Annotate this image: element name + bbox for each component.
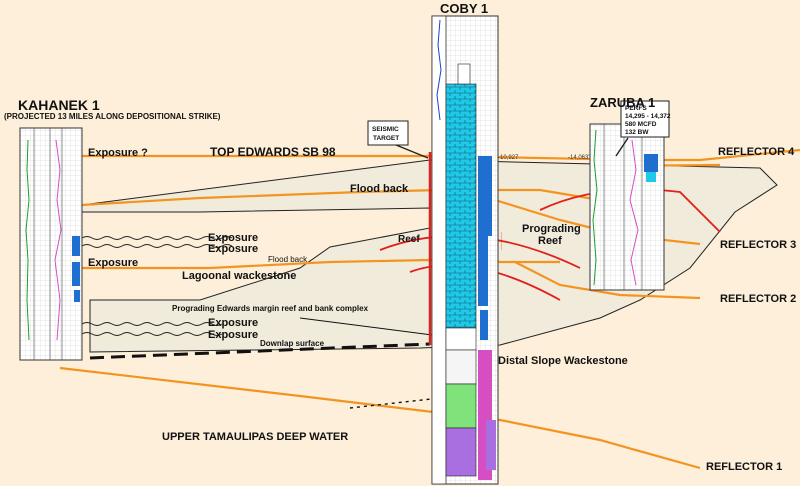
perfs-line1: PERFS bbox=[625, 105, 647, 112]
exposure-line bbox=[82, 258, 560, 270]
exposure-wavy-lines bbox=[81, 236, 233, 336]
reflector-2-label: REFLECTOR 2 bbox=[720, 293, 796, 305]
margin-complex-label: Prograding Edwards margin reef and bank … bbox=[172, 304, 369, 313]
exposure-label-e: Exposure bbox=[208, 329, 258, 341]
reflector-4-label: REFLECTOR 4 bbox=[718, 146, 795, 158]
kahanek-log bbox=[19, 127, 83, 361]
seismic-target-line1: SEISMIC bbox=[372, 126, 399, 133]
seismic-target-line2: TARGET bbox=[373, 135, 399, 142]
lagoonal-label: Lagoonal wackestone bbox=[182, 270, 296, 282]
zaruba-title: ZARUBA 1 bbox=[590, 95, 655, 110]
exposure-label-c: Exposure bbox=[88, 257, 138, 269]
distal-slope-label: Distal Slope Wackestone bbox=[498, 355, 628, 367]
perfs-box bbox=[620, 100, 670, 138]
downlap-lines bbox=[89, 317, 441, 409]
reflector-1-line bbox=[59, 366, 701, 470]
coby-log bbox=[431, 15, 499, 485]
zaruba-log bbox=[589, 123, 665, 291]
zaruba-depth-label: -14,063' bbox=[568, 155, 590, 161]
perfs-line4: 132 BW bbox=[625, 129, 649, 136]
coby-depth-label: -10,927 bbox=[498, 155, 519, 161]
kahanek-title: KAHANEK 1 bbox=[18, 97, 100, 113]
seismic-target-arrow-icon bbox=[395, 144, 429, 159]
perfs-line3: 580 MCFD bbox=[625, 121, 657, 128]
perfs-line2: 14,295 - 14,372 bbox=[625, 113, 671, 120]
reflector-3-label: REFLECTOR 3 bbox=[720, 239, 796, 251]
top-edwards-label: TOP EDWARDS SB 98 bbox=[210, 145, 336, 159]
kahanek-note: (PROJECTED 13 MILES ALONG DEPOSITIONAL S… bbox=[4, 112, 221, 121]
flood-back-label-2: Flood back bbox=[268, 255, 308, 264]
exposure-label-a: Exposure bbox=[208, 232, 258, 244]
exposure-label-d: Exposure bbox=[208, 317, 258, 329]
downlap-label: Downlap surface bbox=[260, 339, 325, 348]
prograding-reef-label-2: Reef bbox=[538, 235, 562, 247]
prograding-reef-label-1: Prograding bbox=[522, 223, 581, 235]
exposure-q-label: Exposure ? bbox=[88, 147, 148, 159]
upper-tamaulipas-label: UPPER TAMAULIPAS DEEP WATER bbox=[162, 431, 348, 443]
seismic-target-box bbox=[367, 120, 409, 146]
reflector-1-label: REFLECTOR 1 bbox=[706, 461, 782, 473]
flood-back-label-1: Flood back bbox=[350, 183, 409, 195]
exposure-label-b: Exposure bbox=[208, 243, 258, 255]
coby-title: COBY 1 bbox=[440, 1, 488, 16]
perfs-arrow-icon bbox=[615, 137, 629, 157]
reef-label: Reef bbox=[398, 234, 420, 245]
